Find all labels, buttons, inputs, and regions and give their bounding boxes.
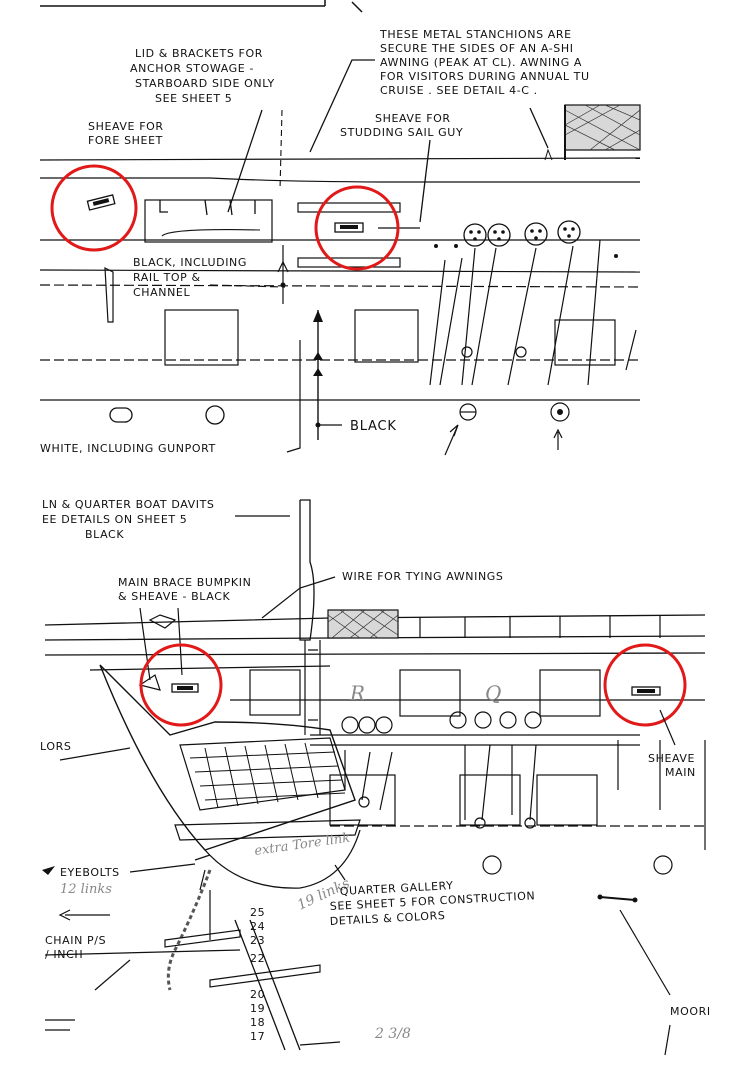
hand-note-2-3-8: 2 3/8 (374, 1026, 411, 1042)
stern-window-grid (189, 742, 346, 809)
note-black-rail-line-1: BLACK, INCLUDING (133, 256, 247, 269)
highlight-studding-sail-sheave (314, 185, 400, 271)
gunport-letter-q: Q (485, 681, 501, 705)
chain-number-25: 25 (250, 906, 265, 919)
note-fore-sheet-line-1: SHEAVE FOR (88, 120, 164, 133)
chain-number-17: 17 (250, 1030, 265, 1043)
gunport-letter-r: R (349, 681, 365, 705)
note-black-rail-line-2: RAIL TOP & (133, 271, 201, 284)
note-lid-line-1: LID & BRACKETS FOR (135, 47, 263, 60)
note-wire: WIRE FOR TYING AWNINGS (342, 570, 503, 583)
label-black: BLACK (350, 419, 397, 434)
chain-number-24: 24 (250, 920, 265, 933)
note-bumpkin-line-1: MAIN BRACE BUMPKIN (118, 576, 251, 589)
note-studding-line-1: SHEAVE FOR (375, 112, 451, 125)
note-stanchions-line-3: AWNING (PEAK AT CL). AWNING A (380, 56, 582, 69)
drawing-panel-bottom: LN & QUARTER BOAT DAVITS EE DETAILS ON S… (0, 490, 730, 1060)
chain-number-23: 23 (250, 934, 265, 947)
note-black-rail-line-3: CHANNEL (133, 286, 190, 299)
highlight-fore-sheet-sheave (50, 164, 138, 252)
label-colors: LORS (40, 740, 71, 753)
note-quarter-gallery-line-1: QUARTER GALLERY (339, 879, 453, 898)
note-sheave-main-line-1: SHEAVE (648, 752, 695, 765)
highlight-bumpkin-sheave (139, 643, 223, 727)
deadeye-group (434, 220, 618, 258)
hand-note-extra-link: extra Tore link (253, 831, 351, 859)
note-studding-line-2: STUDDING SAIL GUY (340, 126, 463, 139)
note-quarter-gallery-line-3: DETAILS & COLORS (329, 909, 445, 928)
note-fore-sheet-line-2: FORE SHEET (88, 134, 163, 147)
chain-number-18: 18 (250, 1016, 265, 1029)
label-white-gunport: WHITE, INCLUDING GUNPORT (40, 442, 216, 455)
hand-note-12-links: 12 links (60, 882, 112, 897)
note-chain-line-1: CHAIN P/S (45, 934, 106, 947)
chain-number-22: 22 (250, 952, 265, 965)
label-eyebolts: EYEBOLTS (60, 866, 120, 879)
label-mooring: MOORI (670, 1005, 711, 1018)
note-davits-line-1: LN & QUARTER BOAT DAVITS (42, 498, 215, 511)
note-lid-line-4: SEE SHEET 5 (155, 92, 232, 105)
chain-number-20: 20 (250, 988, 265, 1001)
drawing-top-svg: THESE METAL STANCHIONS ARE SECURE THE SI… (39, 0, 641, 456)
drawing-panel-top: THESE METAL STANCHIONS ARE SECURE THE SI… (0, 0, 730, 470)
note-davits-line-3: BLACK (85, 528, 124, 541)
note-stanchions-line-2: SECURE THE SIDES OF AN A-SHI (380, 42, 574, 55)
deadeye-group-bottom (341, 711, 542, 734)
note-stanchions-line-4: FOR VISITORS DURING ANNUAL TU (380, 70, 590, 83)
note-stanchions-line-5: CRUISE . SEE DETAIL 4-C . (380, 84, 538, 97)
drawing-bottom-svg: LN & QUARTER BOAT DAVITS EE DETAILS ON S… (40, 498, 711, 1056)
chain-number-19: 19 (250, 1002, 265, 1015)
highlight-sheave-main (603, 643, 687, 727)
note-davits-line-2: EE DETAILS ON SHEET 5 (42, 513, 187, 526)
note-bumpkin-line-2: & SHEAVE - BLACK (118, 590, 230, 603)
note-sheave-main-line-2: MAIN (665, 766, 696, 779)
note-stanchions-line-1: THESE METAL STANCHIONS ARE (379, 28, 572, 41)
note-lid-line-3: STARBOARD SIDE ONLY (135, 77, 275, 90)
note-lid-line-2: ANCHOR STOWAGE - (130, 62, 254, 75)
